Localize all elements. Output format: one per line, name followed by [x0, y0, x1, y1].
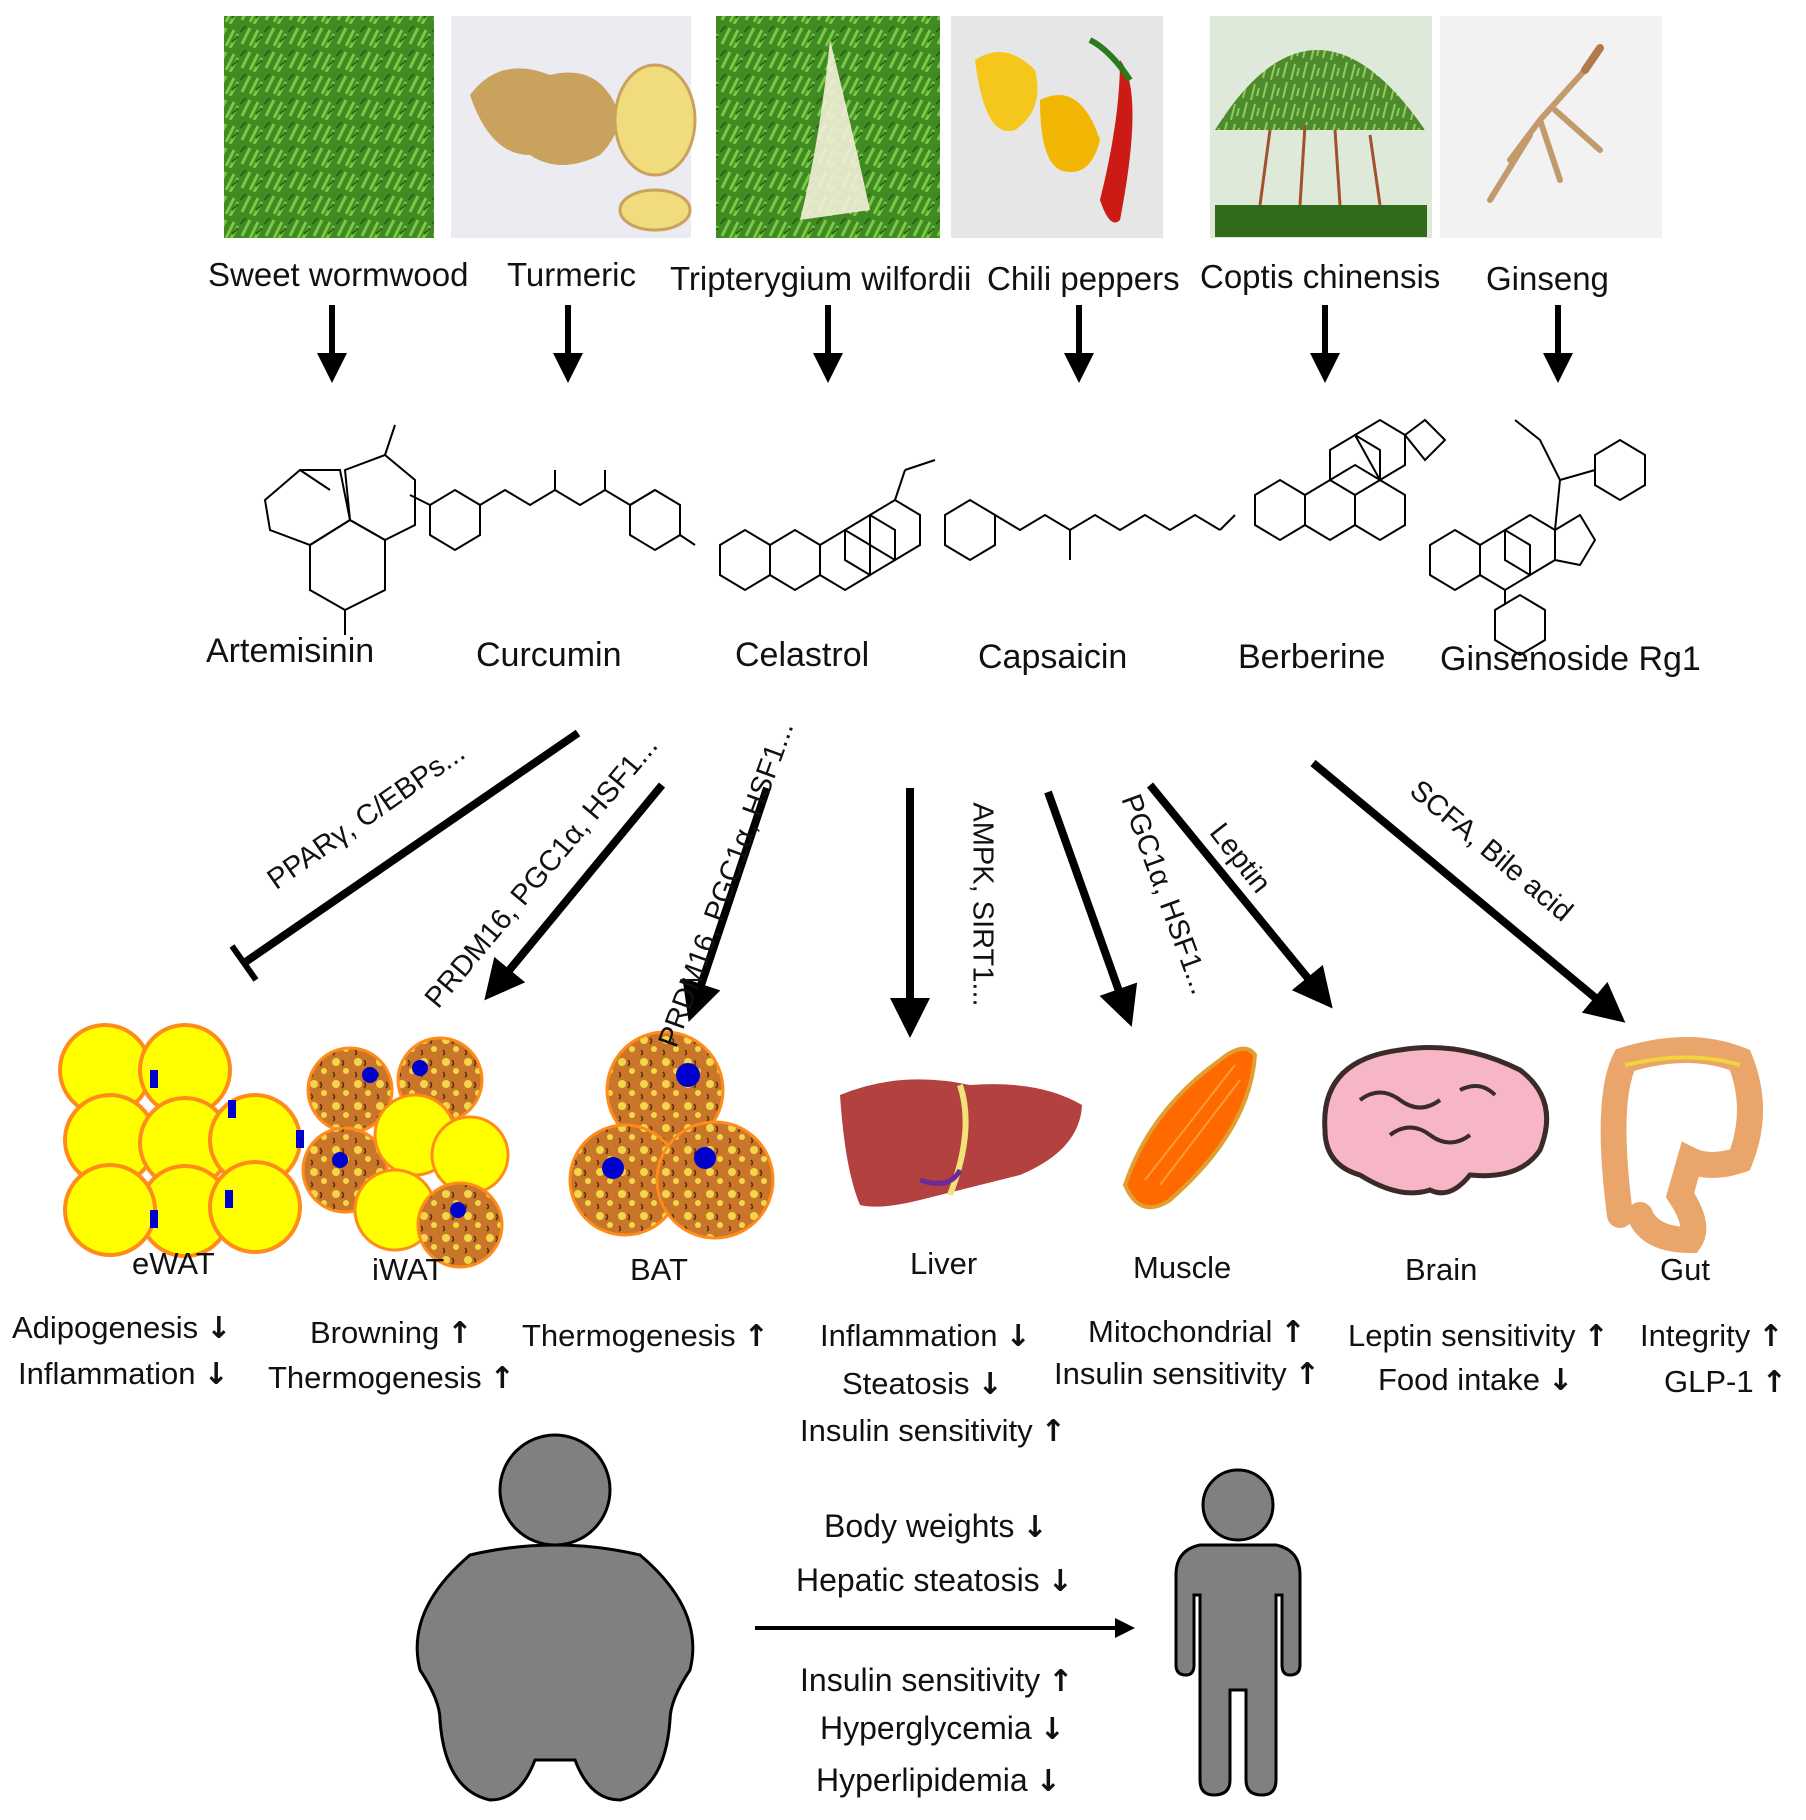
- plant-name-turmeric: Turmeric: [507, 256, 636, 293]
- bat-illustration: [568, 1030, 775, 1240]
- effect-muscle-mitochondrial: Mitochondrial↑: [1088, 1314, 1306, 1350]
- organ-name-iwat: iWAT: [372, 1252, 445, 1287]
- gut-illustration: [1600, 1037, 1763, 1254]
- arrow-gut: [1310, 759, 1626, 1023]
- summary-body-weights: Body weights↓: [824, 1508, 1048, 1545]
- muscle-illustration: [1122, 1046, 1258, 1210]
- summary-hyperlipidemia: Hyperlipidemia↓: [816, 1762, 1061, 1799]
- plant-name-coptis: Coptis chinensis: [1200, 258, 1441, 295]
- pathway-label-liver: AMPK, SIRT1...: [966, 802, 999, 1007]
- effect-liver-insulin: Insulin sensitivity↑: [800, 1413, 1066, 1449]
- organ-name-brain: Brain: [1405, 1252, 1478, 1287]
- plant-name-chili-peppers: Chili peppers: [987, 260, 1180, 297]
- effect-bat-thermogenesis: Thermogenesis↑: [522, 1318, 769, 1354]
- healthy-person-icon: [1174, 1468, 1302, 1797]
- celastrol-structure: [719, 459, 936, 592]
- compound-name-celastrol: Celastrol: [735, 636, 870, 674]
- inhibit-arrow-ewat: [241, 729, 581, 967]
- ginseng-photo: [1440, 16, 1662, 238]
- plant-name-sweet-wormwood: Sweet wormwood: [208, 256, 469, 293]
- obese-person-icon: [415, 1433, 695, 1802]
- plant-name-ginseng: Ginseng: [1486, 260, 1609, 297]
- compound-name-artemisinin: Artemisinin: [206, 632, 375, 670]
- effect-iwat-thermogenesis: Thermogenesis↑: [268, 1360, 515, 1396]
- effect-brain-food-intake: Food intake↓: [1378, 1362, 1574, 1398]
- summary-insulin-sensitivity: Insulin sensitivity↑: [800, 1662, 1074, 1699]
- effect-liver-steatosis: Steatosis↓: [842, 1366, 1003, 1402]
- effect-iwat-browning: Browning↑: [310, 1315, 473, 1351]
- plant-name-tripterygium: Tripterygium wilfordii: [670, 260, 972, 297]
- summary-hyperglycemia: Hyperglycemia↓: [820, 1710, 1065, 1747]
- effect-gut-glp1: GLP-1↑: [1664, 1364, 1787, 1400]
- chili-peppers-photo: [951, 16, 1163, 238]
- organ-name-ewat: eWAT: [132, 1246, 215, 1281]
- curcumin-structure: [409, 470, 696, 552]
- effect-ewat-inflammation: Inflammation↓: [18, 1356, 229, 1392]
- effect-muscle-insulin: Insulin sensitivity↑: [1054, 1356, 1320, 1392]
- effect-ewat-adipogenesis: Adipogenesis↓: [12, 1310, 232, 1346]
- sweet-wormwood-photo: [224, 16, 434, 238]
- arrow-muscle: [1044, 790, 1138, 1027]
- ginsenoside-structure: [1429, 419, 1646, 657]
- arrow-bat: [682, 786, 771, 1022]
- summary-hepatic-steatosis: Hepatic steatosis↓: [796, 1562, 1073, 1599]
- compound-name-ginsenoside: Ginsenoside Rg1: [1440, 640, 1701, 678]
- coptis-photo: [1210, 16, 1432, 238]
- organ-name-liver: Liver: [910, 1246, 978, 1281]
- brain-illustration: [1322, 1045, 1550, 1196]
- turmeric-photo: [451, 16, 697, 238]
- tripterygium-photo: [716, 16, 940, 238]
- compound-name-curcumin: Curcumin: [476, 636, 622, 674]
- effect-gut-integrity: Integrity↑: [1640, 1318, 1784, 1354]
- liver-illustration: [840, 1079, 1082, 1207]
- ewat-illustration: [58, 1023, 304, 1258]
- effect-liver-inflammation: Inflammation↓: [820, 1318, 1031, 1354]
- effect-brain-leptin: Leptin sensitivity↑: [1348, 1318, 1609, 1354]
- compound-name-capsaicin: Capsaicin: [978, 638, 1128, 676]
- organ-name-gut: Gut: [1660, 1252, 1710, 1287]
- compound-name-berberine: Berberine: [1238, 638, 1386, 676]
- artemisinin-structure: [263, 424, 416, 635]
- organ-name-muscle: Muscle: [1133, 1250, 1232, 1285]
- iwat-illustration: [301, 1036, 510, 1269]
- berberine-structure: [1254, 418, 1447, 542]
- organ-name-bat: BAT: [630, 1252, 688, 1287]
- arrow-brain: [1146, 782, 1333, 1009]
- arrow-iwat: [484, 782, 666, 1001]
- plant-arrows: [317, 305, 1573, 383]
- capsaicin-structure: [944, 498, 1236, 562]
- pathway-arrows: [229, 729, 1626, 1038]
